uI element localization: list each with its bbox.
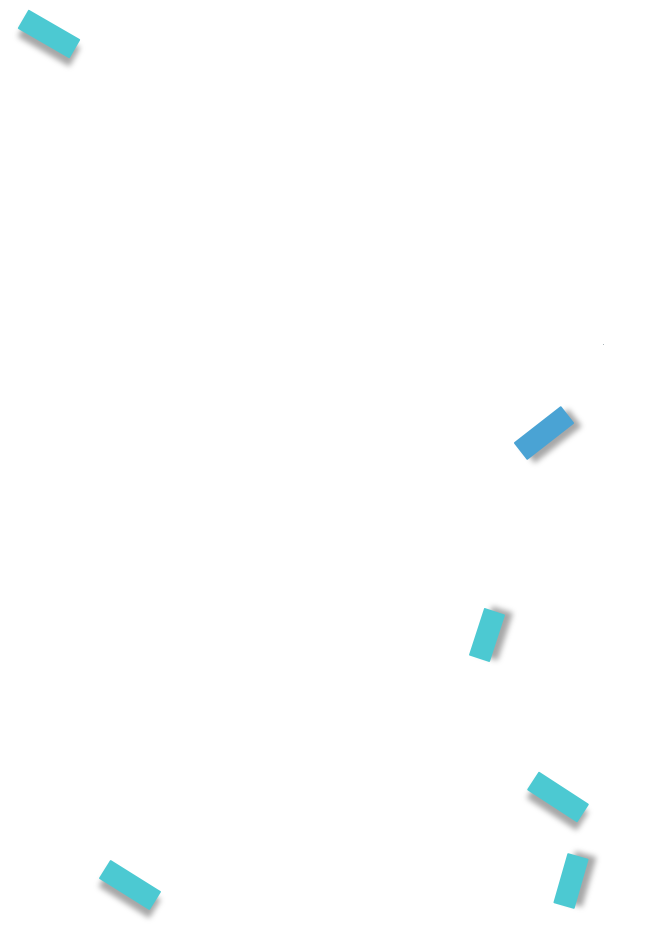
confetti-piece-3 — [468, 607, 506, 663]
confetti-piece-5 — [98, 859, 162, 911]
confetti-piece-1 — [17, 9, 81, 59]
speck — [603, 344, 604, 345]
confetti-piece-6 — [553, 852, 589, 910]
confetti-piece-2 — [513, 405, 575, 461]
confetti-piece-4 — [526, 771, 590, 823]
